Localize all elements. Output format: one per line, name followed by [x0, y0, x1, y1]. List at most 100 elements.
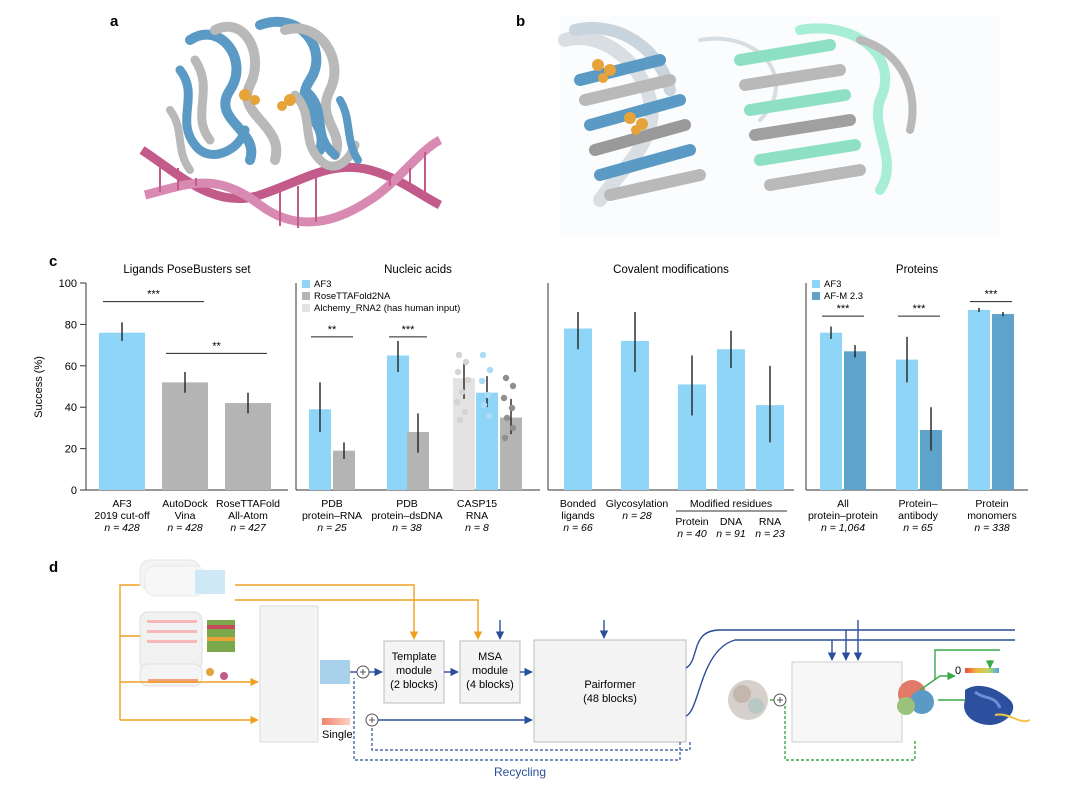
bar — [476, 392, 498, 490]
group-title: Nucleic acids — [384, 264, 452, 276]
legend-label: AF3 — [824, 279, 841, 290]
bar — [333, 450, 355, 490]
ligand-b — [592, 59, 648, 135]
significance-label: *** — [913, 303, 927, 315]
msa-module-label-3: (4 blocks) — [466, 679, 514, 691]
data-point — [484, 391, 492, 399]
bar — [407, 432, 429, 490]
bar — [992, 314, 1014, 490]
protein-ribbons-a — [166, 16, 362, 174]
modified-residue-n: n = 23 — [755, 528, 785, 540]
category-label: PDB — [396, 498, 418, 510]
category-n: n = 428 — [167, 522, 202, 534]
y-tick-label: 40 — [65, 402, 77, 414]
modified-residue-name: Protein — [675, 516, 708, 528]
legend-swatch — [302, 292, 310, 300]
panel-b-structure-image — [558, 15, 1000, 235]
modified-residue-name: DNA — [720, 516, 742, 528]
template-module-label-1: Template — [392, 651, 437, 663]
zero-label: 0 — [955, 665, 961, 677]
category-label: Bonded — [560, 498, 596, 510]
category-n: n = 427 — [230, 522, 266, 534]
pair-grid-icon — [320, 660, 350, 684]
category-label: AutoDock — [162, 498, 208, 510]
pairformer-label-2: (48 blocks) — [583, 693, 637, 705]
bar — [717, 349, 745, 490]
significance-label: ** — [212, 340, 221, 352]
significance-label: ** — [328, 324, 337, 336]
category-n: n = 1,064 — [821, 522, 865, 534]
group-title: Ligands PoseBusters set — [123, 264, 251, 276]
data-point — [508, 404, 516, 412]
category-label: RNA — [466, 510, 488, 522]
category-label: 2019 cut-off — [94, 510, 149, 522]
legend-swatch — [302, 280, 310, 288]
data-point — [453, 398, 461, 406]
bar — [896, 359, 918, 490]
significance-label: *** — [837, 303, 851, 315]
msa-module-label-2: module — [472, 665, 508, 677]
data-point — [485, 412, 493, 420]
y-tick-label: 20 — [65, 444, 77, 456]
category-label: Vina — [175, 510, 196, 522]
template-module-label-2: module — [396, 665, 432, 677]
category-n: n = 8 — [465, 522, 489, 534]
legend-label: AF-M 2.3 — [824, 291, 863, 302]
diffusion-module-box — [791, 661, 903, 743]
bar — [844, 351, 866, 490]
data-point — [486, 366, 494, 374]
confidence-gradient-bar — [965, 668, 999, 673]
template-module-label-3: (2 blocks) — [390, 679, 438, 691]
data-point — [455, 351, 463, 359]
significance-label: *** — [402, 324, 416, 336]
data-point — [464, 376, 472, 384]
significance-label: *** — [985, 289, 999, 301]
green-arrows — [784, 649, 1000, 761]
input-stack-sequences — [139, 663, 228, 687]
category-label: ligands — [561, 510, 594, 522]
y-tick-label: 60 — [65, 361, 77, 373]
y-tick-label: 80 — [65, 319, 77, 331]
single-bar-icon — [322, 718, 350, 725]
input-stack-msa — [139, 611, 235, 671]
category-n: n = 428 — [104, 522, 139, 534]
data-point — [480, 401, 488, 409]
noise-cloud-icon — [728, 680, 768, 720]
panel-a: a — [110, 13, 443, 228]
category-label: antibody — [898, 510, 938, 522]
category-n: n = 338 — [974, 522, 1009, 534]
modified-residue-n: n = 40 — [677, 528, 707, 540]
data-point — [502, 374, 510, 382]
dna-base-pairs — [159, 152, 426, 228]
panel-label-a: a — [110, 13, 119, 30]
final-structure-icon — [964, 685, 1031, 725]
legend-label: RoseTTAFold2NA — [314, 291, 391, 302]
panel-label-d: d — [49, 559, 58, 576]
group-title: Covalent modifications — [613, 264, 729, 276]
dna-strand-2 — [143, 135, 443, 227]
category-n: n = 28 — [622, 510, 652, 522]
data-point — [500, 394, 508, 402]
category-label: All-Atom — [228, 510, 268, 522]
legend-swatch — [812, 292, 820, 300]
data-point — [456, 416, 464, 424]
y-tick-label: 0 — [71, 485, 77, 497]
bar — [162, 382, 208, 490]
panel-b: b — [516, 13, 1000, 235]
plus-node-single — [365, 713, 379, 727]
significance-label: *** — [147, 289, 161, 301]
modified-residue-n: n = 91 — [716, 528, 746, 540]
modified-residues-title: Modified residues — [690, 498, 772, 510]
category-label: AF3 — [112, 498, 131, 510]
category-label: protein–RNA — [302, 510, 362, 522]
category-n: n = 65 — [903, 522, 933, 534]
legend-swatch — [302, 304, 310, 312]
data-point — [503, 414, 511, 422]
legend-swatch — [812, 280, 820, 288]
panel-label-c: c — [49, 253, 57, 270]
msa-module-label-1: MSA — [478, 651, 503, 663]
data-point — [501, 434, 509, 442]
data-point — [478, 377, 486, 385]
